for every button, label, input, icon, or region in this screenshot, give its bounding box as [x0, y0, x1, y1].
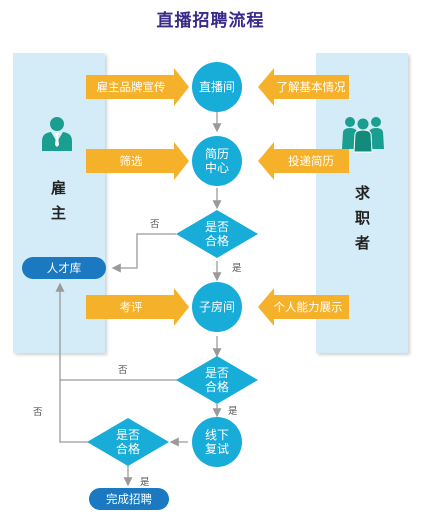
arrow-brand-promo: 雇主品牌宣传	[96, 80, 166, 94]
arrow-screening: 筛选	[119, 154, 143, 168]
arrow-shape-brand	[86, 68, 189, 106]
edge-yes-3: 是	[140, 477, 150, 488]
node-live-room: 直播间	[192, 62, 242, 112]
arrow-shape-ability	[258, 288, 349, 326]
arrow-submit-resume: 投递简历	[288, 154, 334, 168]
edge-no-3: 否	[33, 407, 43, 418]
arrow-shape-info	[258, 68, 349, 106]
node-offline-retest: 线下 复试	[192, 417, 242, 467]
decision-3-label: 是否 合格	[115, 428, 140, 456]
arrow-learn-basics: 了解基本情况	[276, 80, 346, 94]
edge-yes-1: 是	[232, 263, 242, 274]
decision-diamond-1	[176, 210, 258, 258]
arrow-shape-resume	[258, 142, 349, 180]
edge-yes-2: 是	[228, 406, 238, 417]
seeker-label: 求职者	[353, 185, 371, 260]
page-title: 直播招聘流程	[156, 11, 265, 31]
decision-diamond-2	[176, 356, 258, 404]
node-sub-room: 子房间	[192, 282, 242, 332]
decision-2-label: 是否 合格	[204, 366, 229, 394]
decision-1-label: 是否 合格	[204, 220, 229, 248]
edge-no-2: 否	[118, 365, 128, 376]
arrow-shape-screen	[86, 142, 189, 180]
talent-pool-pill: 人才库	[22, 257, 106, 279]
edge-no-1: 否	[150, 219, 160, 230]
arrow-evaluation: 考评	[119, 300, 143, 314]
businessman-icon	[42, 117, 72, 151]
arrow-ability-show: 个人能力展示	[273, 300, 343, 314]
complete-hiring-pill: 完成招聘	[89, 488, 169, 510]
decision-diamond-3	[87, 418, 169, 466]
arrow-shape-evaluate	[86, 288, 189, 326]
node-resume-center: 简历 中心	[192, 136, 242, 186]
people-group-icon	[342, 117, 384, 153]
employer-label: 雇主	[49, 180, 67, 230]
